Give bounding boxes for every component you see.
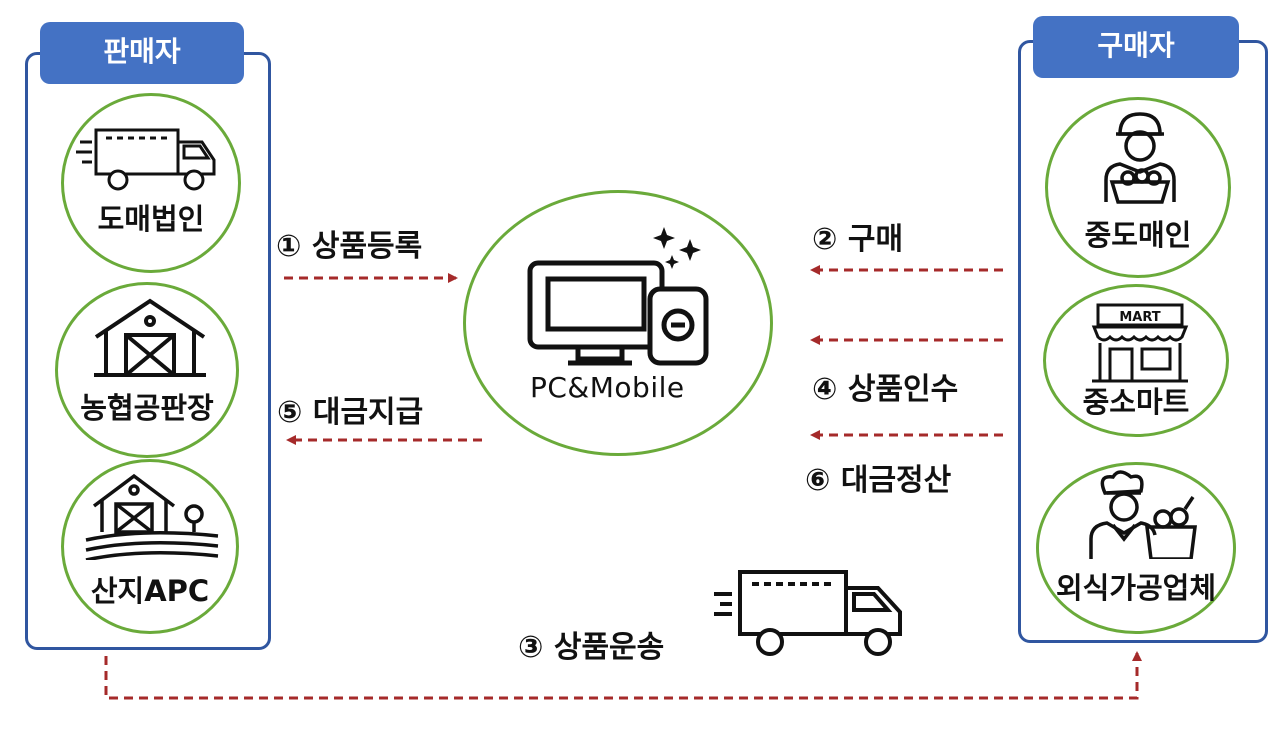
step-4-label: ④ 상품인수 <box>812 372 959 407</box>
step-6-label: ⑥ 대금정산 <box>805 463 952 498</box>
seller-item-label: 산지APC <box>90 574 210 608</box>
farm-icon <box>85 473 219 560</box>
platform-label: PC&Mobile <box>530 371 685 404</box>
wholesale-corp-node: 도매법인 <box>61 93 241 273</box>
truck-icon <box>76 128 216 191</box>
shipping-truck-icon <box>714 570 902 656</box>
step-1-label: ① 상품등록 <box>276 229 423 264</box>
food-processor-node: 외식가공업체 <box>1036 462 1236 634</box>
origin-apc-node: 산지APC <box>61 459 239 634</box>
buyer-title: 구매자 <box>1033 16 1239 78</box>
step-5-label: ⑤ 대금지급 <box>277 395 424 430</box>
nh-market-node: 농협공판장 <box>55 282 239 458</box>
seller-title: 판매자 <box>40 22 244 84</box>
mid-small-mart-node: MART 중소마트 <box>1043 284 1229 437</box>
step-3-label: ③ 상품운송 <box>518 630 665 665</box>
seller-item-label: 도매법인 <box>97 202 205 236</box>
chef-icon <box>1089 470 1197 559</box>
store-icon: MART <box>1091 303 1189 383</box>
devices-icon <box>527 227 709 366</box>
mart-sign: MART <box>1119 310 1160 325</box>
step-2-label: ② 구매 <box>812 222 904 257</box>
vendor-icon <box>1104 112 1176 204</box>
buyer-item-label: 외식가공업체 <box>1055 571 1217 605</box>
middle-wholesaler-node: 중도매인 <box>1045 97 1231 278</box>
buyer-item-label: 중소마트 <box>1082 385 1190 419</box>
platform-node: PC&Mobile <box>463 190 773 456</box>
buyer-item-label: 중도매인 <box>1084 218 1192 252</box>
arrow-step-3 <box>104 651 1142 700</box>
seller-item-label: 농협공판장 <box>80 391 214 425</box>
barn-icon <box>94 298 206 377</box>
